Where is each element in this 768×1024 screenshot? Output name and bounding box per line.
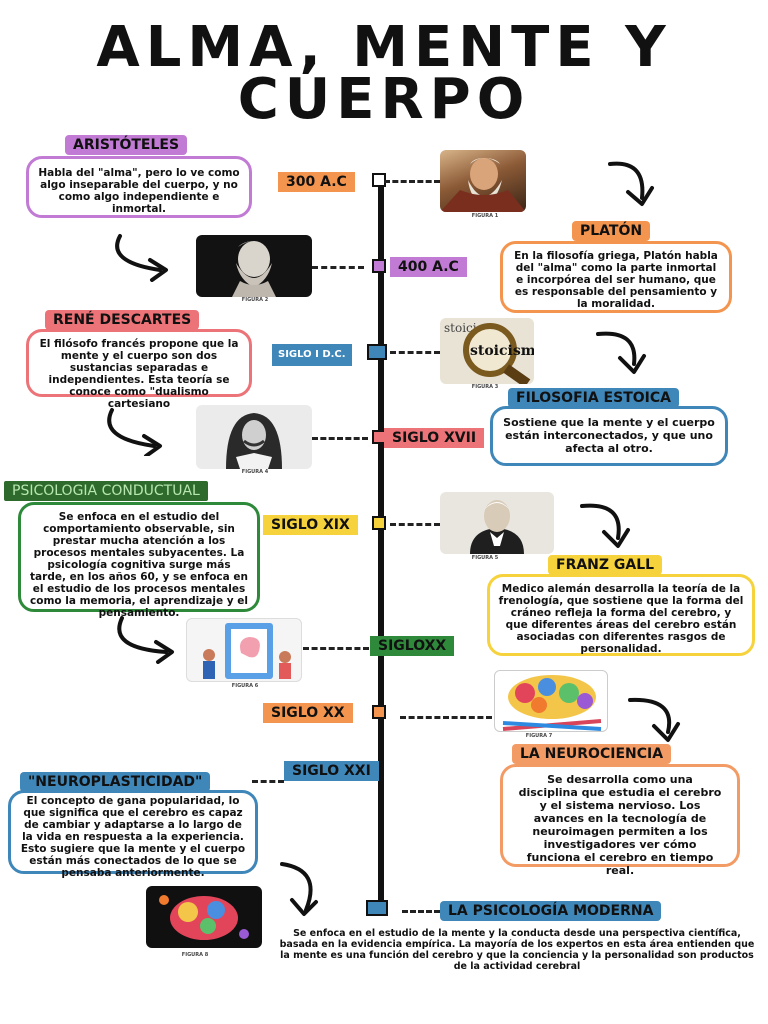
heading-neuroplasticidad: "NEUROPLASTICIDAD" (20, 772, 211, 792)
figura-3-caption: FIGURA 3 (471, 384, 499, 390)
figura-6-image (186, 618, 302, 682)
date-siglo-xix: SIGLO XIX (263, 515, 358, 535)
heading-filosofia-estoica: FILOSOFIA ESTOICA (508, 388, 679, 408)
figura-6-caption: FIGURA 6 (231, 683, 259, 689)
figura-5-image (440, 492, 554, 554)
date-siglo-i-dc: SIGLO I D.C. (272, 344, 352, 366)
figura-2-image (196, 235, 312, 297)
curved-arrow-icon (117, 616, 174, 664)
connector-figura5 (390, 523, 440, 526)
curved-arrow-icon (280, 862, 318, 916)
heading-la-neurociencia: LA NEUROCIENCIA (512, 744, 672, 764)
connector-figura7 (400, 716, 492, 719)
text-franz-gall: Medico alemán desarrolla la teoría de la… (487, 574, 755, 656)
text-la-neurociencia: Se desarrolla como una disciplina que es… (500, 764, 740, 877)
figura-3-image: stoicis stoicism (440, 318, 534, 384)
text-psicologia-conductual: Se enfoca en el estudio del comportamien… (18, 502, 260, 619)
curved-arrow-icon (628, 697, 680, 742)
curved-arrow-icon (580, 503, 630, 548)
text-neuroplasticidad: El concepto de gana popularidad, lo que … (8, 790, 258, 879)
connector-neuroplasticidad (252, 780, 284, 783)
figura-5-caption: FIGURA 5 (471, 555, 499, 561)
figura-7-caption: FIGURA 7 (525, 733, 553, 739)
date-400ac: 400 A.C (390, 257, 467, 277)
stoicism-magnified-text: stoicism (470, 343, 534, 359)
heading-platon: PLATÓN (572, 221, 651, 241)
figura-4-image (196, 405, 312, 469)
curved-arrow-icon (107, 408, 162, 456)
curved-arrow-icon (608, 161, 654, 206)
connector-figura1 (384, 180, 440, 183)
heading-psicologia-conductual: PSICOLOGIA CONDUCTUAL (4, 481, 208, 501)
heading-aristoteles: ARISTÓTELES (65, 135, 188, 155)
text-la-psicologia-moderna: Se enfoca en el estudio de la mente y la… (279, 928, 755, 972)
figura-8-image (146, 886, 262, 948)
connector-moderna (402, 910, 440, 913)
timeline-node-400ac (372, 259, 386, 273)
heading-rene-descartes: RENÉ DESCARTES (45, 310, 200, 330)
date-300ac: 300 A.C (278, 172, 355, 192)
figura-1-image (440, 150, 526, 212)
heading-la-psicologia-moderna: LA PSICOLOGÍA MODERNA (440, 901, 662, 921)
figura-1-caption: FIGURA 1 (471, 213, 499, 219)
connector-figura2 (312, 266, 364, 269)
timeline-node-siglo-i (367, 344, 387, 360)
timeline-node-moderna (366, 900, 388, 916)
figura-4-caption: FIGURA 4 (241, 469, 269, 475)
heading-franz-gall: FRANZ GALL (548, 555, 663, 575)
date-siglo-xxi: SIGLO XXI (284, 761, 379, 781)
text-platon: En la filosofía griega, Platón habla del… (500, 241, 732, 313)
connector-figura3 (390, 351, 440, 354)
figura-8-caption: FIGURA 8 (181, 952, 209, 958)
curved-arrow-icon (115, 234, 168, 282)
curved-arrow-icon (596, 331, 646, 374)
figura-7-image (494, 670, 608, 732)
page-title-line-1: ALMA, MENTE Y (96, 15, 672, 80)
text-filosofia-estoica: Sostiene que la mente y el cuerpo están … (490, 406, 728, 466)
timeline-node-siglo-xix (372, 516, 386, 530)
figura-2-caption: FIGURA 2 (241, 297, 269, 303)
timeline-axis (378, 176, 384, 908)
connector-figura4 (312, 437, 368, 440)
date-sigloxx: SIGLOXX (370, 636, 455, 656)
connector-figura6 (303, 647, 369, 650)
date-siglo-xvii: SIGLO XVII (384, 428, 485, 448)
page-title-line-2: CUERPO (237, 67, 531, 132)
timeline-node-siglo-xx (372, 705, 386, 719)
text-aristoteles: Habla del "alma", pero lo ve como algo i… (26, 156, 252, 218)
text-rene-descartes: El filósofo francés propone que la mente… (26, 329, 252, 410)
date-siglo-xx: SIGLO XX (263, 703, 353, 723)
